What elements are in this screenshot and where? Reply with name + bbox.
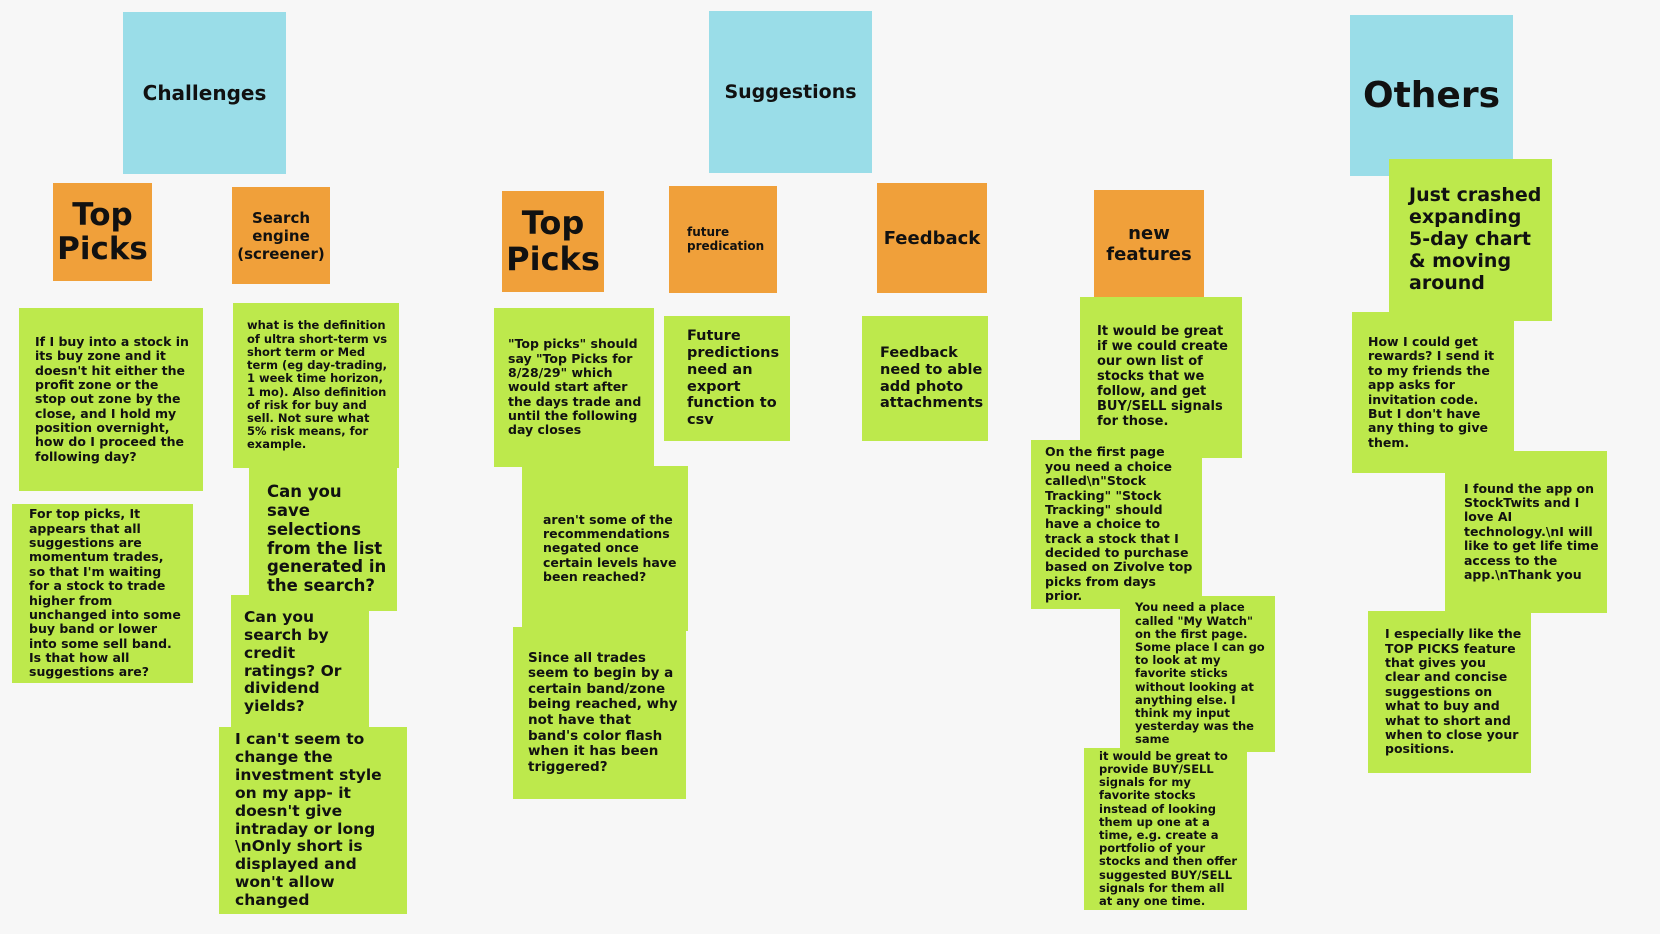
new-features-subheader[interactable]: new features [1094,190,1204,300]
sticky-note-text: Future predictions need an export functi… [687,328,780,428]
sticky-note-credit-ratings[interactable]: Can you search by credit ratings? Or div… [231,595,369,730]
sticky-note-text: For top picks, It appears that all sugge… [29,506,181,680]
sticky-note-text: Can you search by credit ratings? Or div… [244,608,342,716]
sticky-note-text: I can't seem to change the investment st… [235,730,382,909]
sticky-note-definition[interactable]: what is the definition of ultra short-te… [233,303,399,468]
sticky-note-portfolio-signals[interactable]: it would be great to provide BUY/SELL si… [1084,748,1247,910]
sticky-note-text: "Top picks" should say "Top Picks for 8/… [508,336,642,438]
sticky-note-investment-style[interactable]: I can't seem to change the investment st… [219,727,407,914]
sticky-note-top-picks-momentum[interactable]: For top picks, It appears that all sugge… [12,504,193,683]
future-prediction-label: future predication [687,224,765,253]
others-header[interactable]: Others [1350,15,1513,176]
sticky-note-text: Can you save selections from the list ge… [267,481,387,596]
top-picks-suggestion-subheader[interactable]: Top Picks [502,191,604,292]
sticky-note-stock-tracking[interactable]: On the first page you need a choice call… [1031,440,1202,609]
sticky-note-save-selections[interactable]: Can you save selections from the list ge… [249,468,397,611]
sticky-note-text: aren't some of the recommendations negat… [543,511,677,585]
top-picks-suggestion-label: Top Picks [506,204,600,278]
sticky-note-top-picks-feature[interactable]: I especially like the TOP PICKS feature … [1368,611,1531,773]
challenges-header[interactable]: Challenges [123,12,286,174]
challenges-header-label: Challenges [142,81,267,105]
top-picks-challenge-subheader[interactable]: Top Picks [53,183,152,281]
sticky-note-stocktwits[interactable]: I found the app on StockTwits and I love… [1445,451,1607,613]
sticky-note-text: it would be great to provide BUY/SELL si… [1099,748,1238,909]
feedback-subheader[interactable]: Feedback [877,183,987,293]
search-engine-label: Search engine (screener) [237,208,325,263]
search-engine-subheader[interactable]: Search engine (screener) [232,187,330,284]
others-header-label: Others [1362,75,1501,116]
sticky-note-text: what is the definition of ultra short-te… [247,318,388,452]
sticky-note-negated[interactable]: aren't some of the recommendations negat… [522,466,688,631]
sticky-note-text: It would be great if we could create our… [1097,324,1228,429]
sticky-note-photo-attachments[interactable]: Feedback need to able add photo attachme… [862,316,988,441]
sticky-note-text: I especially like the TOP PICKS feature … [1385,626,1522,757]
sticky-note-own-list[interactable]: It would be great if we could create our… [1080,297,1242,458]
feedback-label: Feedback [883,227,981,249]
sticky-note-text: How I could get rewards? I send it to my… [1368,334,1495,450]
sticky-note-export-csv[interactable]: Future predictions need an export functi… [664,316,790,441]
sticky-note-top-picks-date[interactable]: "Top picks" should say "Top Picks for 8/… [494,308,654,467]
sticky-note-text: On the first page you need a choice call… [1045,444,1193,604]
suggestions-header-label: Suggestions [724,81,857,103]
sticky-note-text: Feedback need to able add photo attachme… [880,345,984,412]
sticky-note-my-watch[interactable]: You need a place called "My Watch" on th… [1120,596,1275,752]
sticky-note-band-flash[interactable]: Since all trades seem to begin by a cert… [513,627,686,799]
sticky-note-text: Since all trades seem to begin by a cert… [528,649,678,775]
sticky-note-buy-zone[interactable]: If I buy into a stock in its buy zone an… [19,308,203,491]
future-prediction-subheader[interactable]: future predication [669,186,777,293]
suggestions-header[interactable]: Suggestions [709,11,872,173]
top-picks-challenge-label: Top Picks [57,196,148,267]
new-features-label: new features [1106,223,1192,265]
sticky-note-rewards[interactable]: How I could get rewards? I send it to my… [1352,312,1514,473]
sticky-note-text: Just crashed expanding 5-day chart & mov… [1409,184,1542,294]
sticky-note-text: You need a place called "My Watch" on th… [1135,600,1265,747]
sticky-note-crashed[interactable]: Just crashed expanding 5-day chart & mov… [1389,159,1552,321]
sticky-note-text: If I buy into a stock in its buy zone an… [35,333,189,464]
sticky-note-text: I found the app on StockTwits and I love… [1464,480,1599,582]
